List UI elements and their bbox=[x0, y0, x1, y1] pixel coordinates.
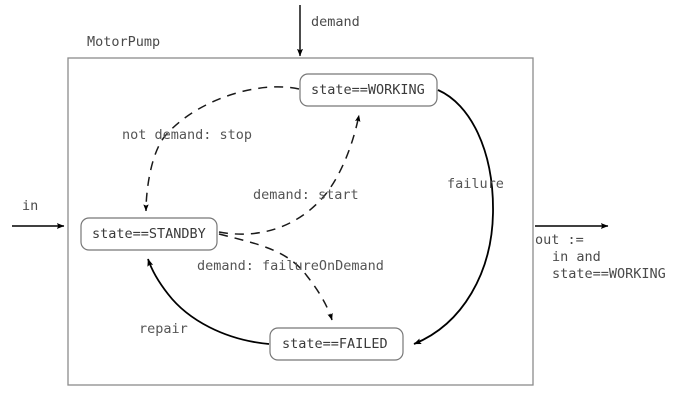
transition-path-repair bbox=[147, 258, 270, 345]
port-label-out-state-working: state==WORKING bbox=[552, 266, 666, 282]
transition-label-start: demand: start bbox=[253, 187, 359, 203]
state-label-failed: state==FAILED bbox=[282, 336, 388, 352]
transition-path-failure bbox=[413, 89, 494, 345]
state-label-working: state==WORKING bbox=[311, 82, 425, 98]
port-label-out-assign: out := bbox=[535, 232, 584, 248]
transition-path-failure-on-demand bbox=[218, 233, 333, 321]
transition-label-failure-on-demand: demand: failureOnDemand bbox=[197, 258, 384, 274]
block-title: MotorPump bbox=[87, 34, 161, 50]
transition-path-stop bbox=[143, 86, 300, 212]
state-box-working bbox=[299, 73, 438, 107]
transition-label-repair: repair bbox=[139, 321, 188, 337]
transition-label-failure: failure bbox=[447, 176, 504, 192]
port-label-out-in-and: in and bbox=[552, 249, 601, 265]
port-label-demand: demand bbox=[311, 14, 360, 30]
transition-label-stop: not demand: stop bbox=[122, 127, 253, 143]
state-box-failed bbox=[269, 327, 404, 361]
state-label-standby: state==STANDBY bbox=[92, 226, 206, 242]
port-label-in: in bbox=[22, 198, 39, 214]
state-box-standby bbox=[80, 217, 218, 251]
motorpump-block-border bbox=[67, 57, 534, 386]
transition-path-start bbox=[218, 114, 361, 235]
